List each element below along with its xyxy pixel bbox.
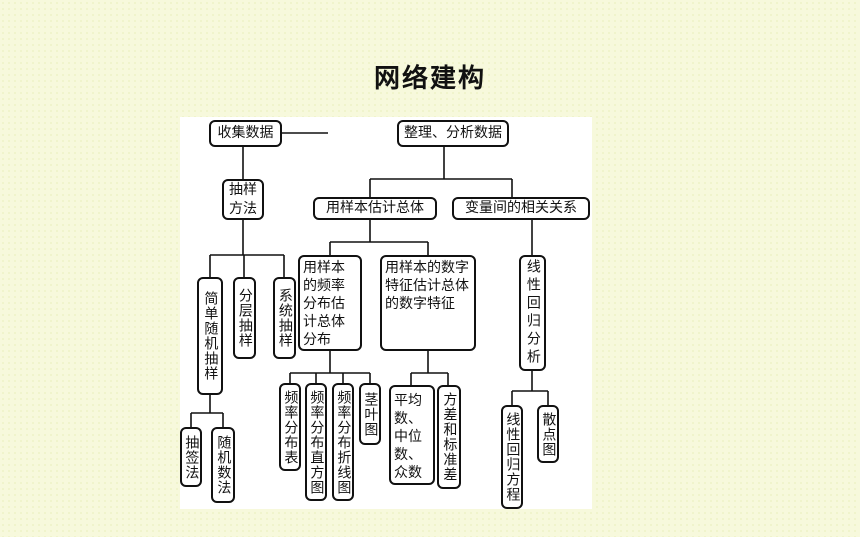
node-frequency-polygon: 频率分布折线图 bbox=[332, 383, 354, 501]
node-simple-random-sampling: 简单随机抽样 bbox=[197, 277, 223, 395]
node-collect-data: 收集数据 bbox=[209, 120, 282, 147]
node-frequency-distribution-estimate: 用样本的频率分布估计总体分布 bbox=[298, 255, 362, 351]
node-frequency-table: 频率分布表 bbox=[279, 383, 301, 471]
node-linear-regression-analysis: 线性回归分析 bbox=[519, 255, 546, 371]
node-numeric-features-estimate: 用样本的数字特征估计总体的数字特征 bbox=[380, 255, 476, 351]
node-stem-leaf-plot: 茎叶图 bbox=[359, 383, 381, 445]
node-regression-equation: 线性回归方程 bbox=[501, 405, 523, 509]
node-stratified-sampling: 分层抽样 bbox=[233, 277, 256, 359]
connector-lines bbox=[190, 132, 549, 427]
node-lottery-method: 抽签法 bbox=[180, 427, 202, 487]
node-systematic-sampling: 系统抽样 bbox=[273, 277, 296, 359]
node-estimate-population: 用样本估计总体 bbox=[313, 197, 437, 220]
node-scatter-plot: 散点图 bbox=[537, 405, 559, 463]
node-frequency-histogram: 频率分布直方图 bbox=[305, 383, 327, 501]
node-mean-median-mode: 平均数、中位数、众数 bbox=[389, 385, 435, 485]
node-sampling-method: 抽样方法 bbox=[222, 179, 264, 220]
page-title: 网络建构 bbox=[373, 64, 486, 94]
node-random-number-method: 随机数法 bbox=[211, 427, 235, 503]
node-variance-std: 方差和标准差 bbox=[437, 385, 461, 489]
knowledge-map: 收集数据 整理、分析数据 抽样方法 用样本估计总体 变量间的相关关系 简单随机抽… bbox=[180, 117, 592, 509]
node-organize-analyze: 整理、分析数据 bbox=[397, 120, 509, 147]
node-correlation: 变量间的相关关系 bbox=[452, 197, 590, 220]
